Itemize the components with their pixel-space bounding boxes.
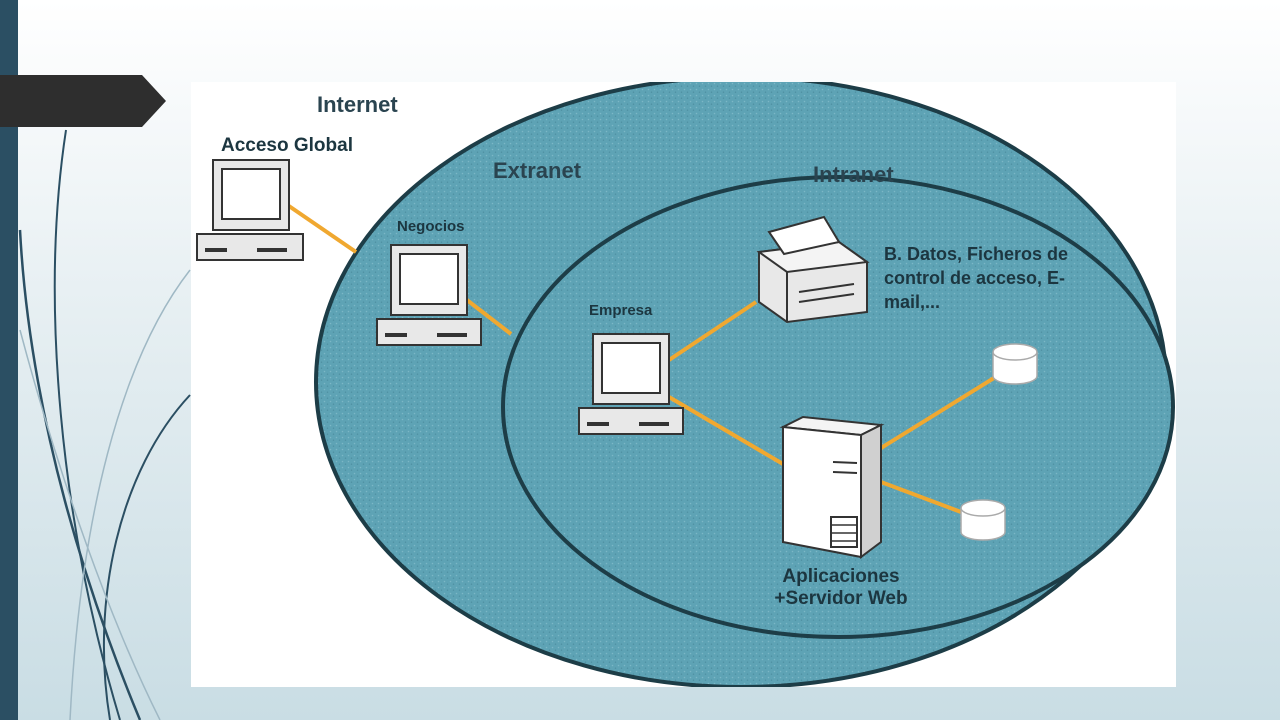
extranet-label: Extranet [493, 158, 582, 183]
empresa-label: Empresa [589, 302, 653, 319]
title-arrow-tab [0, 75, 166, 127]
database-icon [992, 343, 1038, 385]
network-diagram: Internet Extranet Intranet Acceso Global… [191, 82, 1176, 687]
decorative-curves [18, 129, 191, 720]
aplicaciones-line1: Aplicaciones [782, 566, 900, 587]
aplicaciones-line2: +Servidor Web [774, 588, 908, 609]
database-icon [960, 499, 1006, 541]
internet-label: Internet [317, 92, 398, 117]
negocios-label: Negocios [397, 218, 465, 235]
printer-icon [756, 215, 870, 324]
aplicaciones-label: Aplicaciones +Servidor Web [756, 566, 926, 610]
left-accent-bar [0, 0, 18, 720]
network-links [284, 202, 996, 514]
services-label: B. Datos, Ficheros de control de acceso,… [884, 244, 1069, 312]
desktop-computer-icon [376, 244, 482, 346]
desktop-computer-icon [578, 333, 684, 435]
desktop-computer-icon [196, 159, 304, 261]
intranet-label: Intranet [813, 162, 894, 187]
server-tower-icon [779, 415, 885, 559]
acceso-global-label: Acceso Global [221, 135, 353, 156]
